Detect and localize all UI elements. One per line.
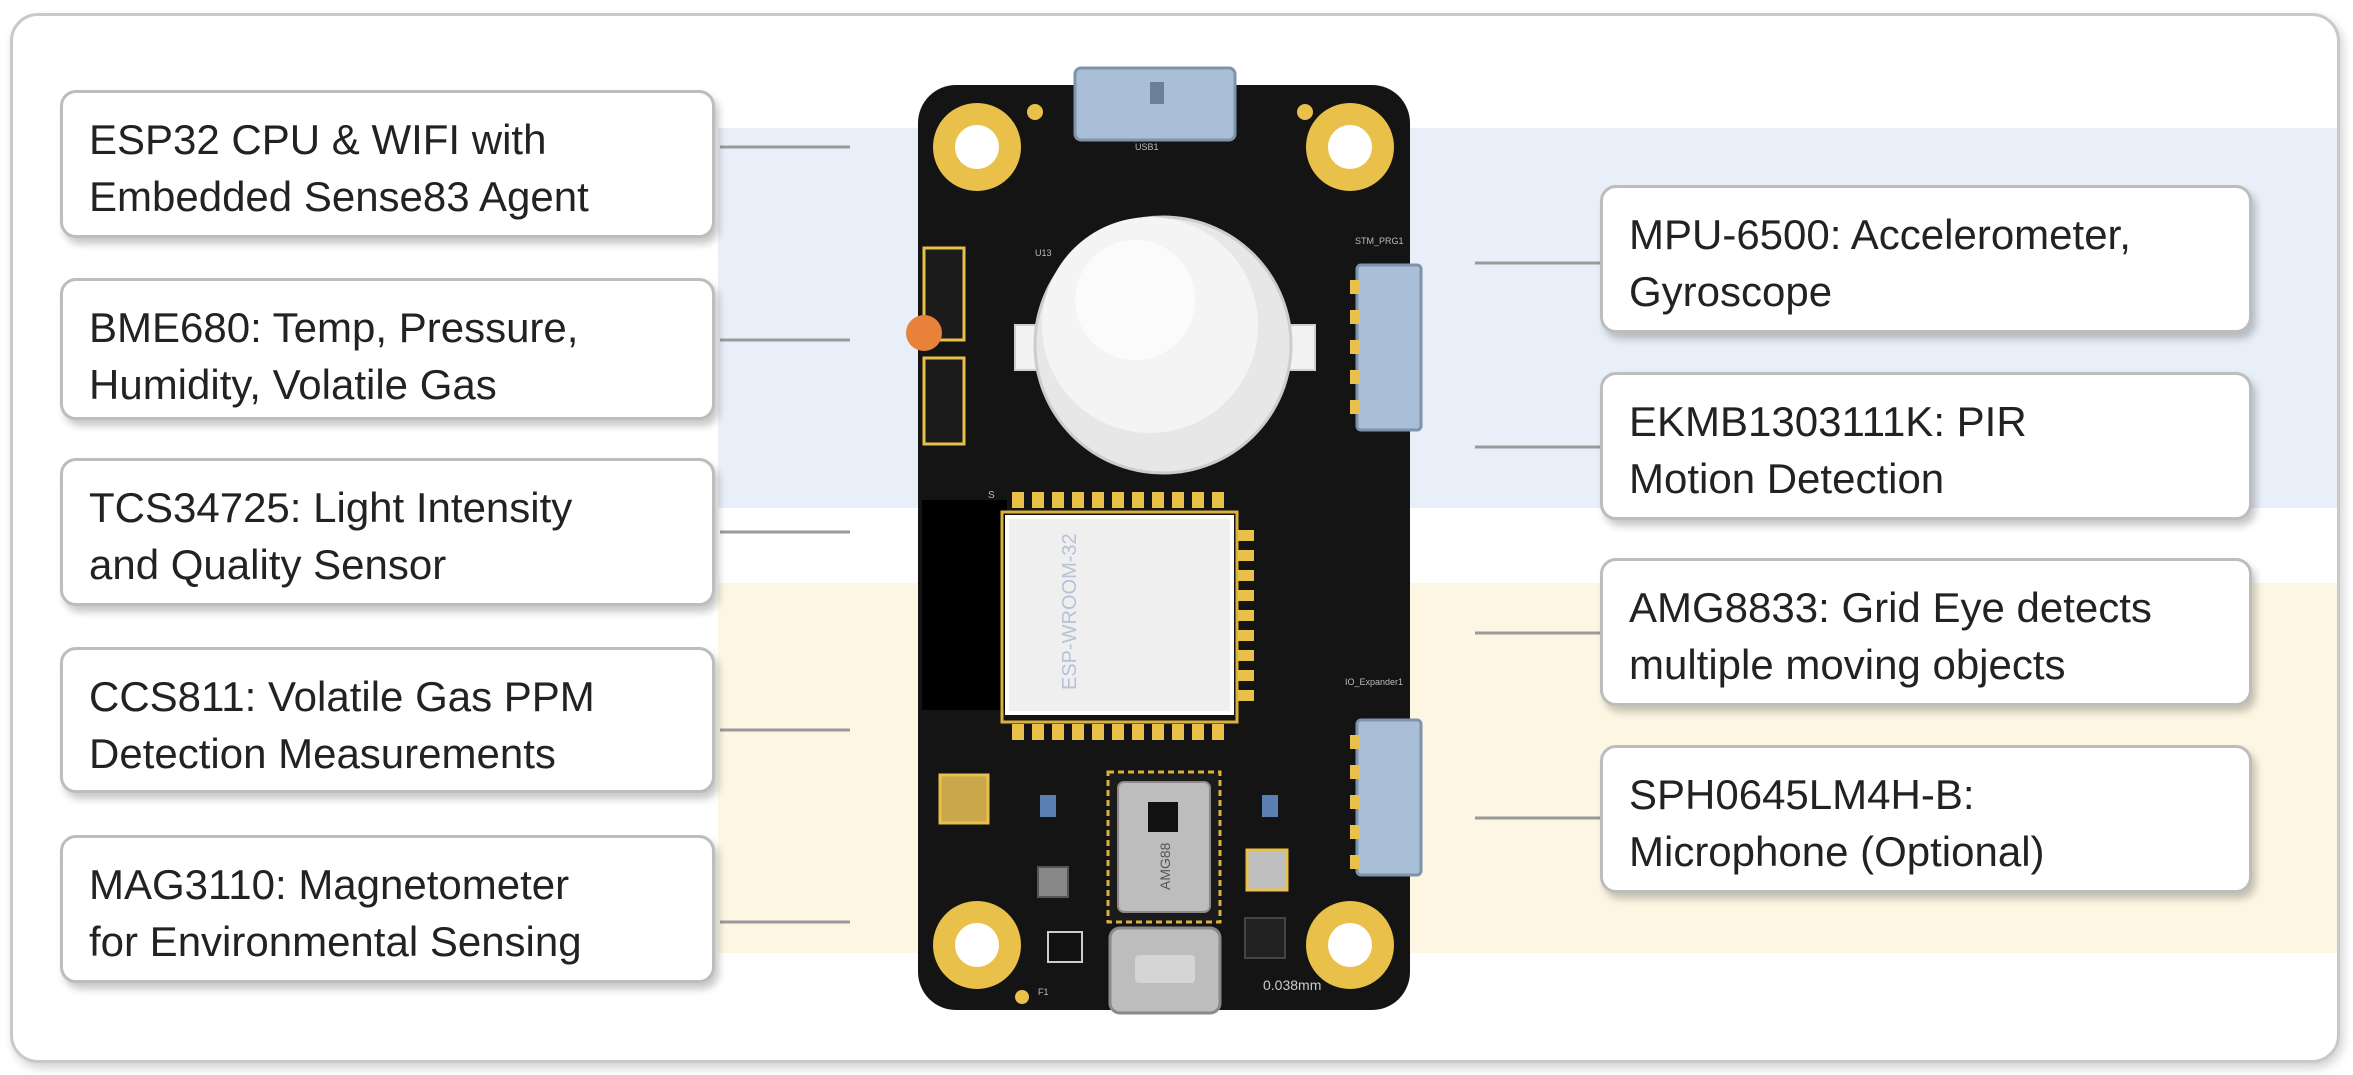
esp32-pads bbox=[1012, 492, 1254, 740]
right-connectors bbox=[1350, 263, 1423, 877]
label-bme680: BME680: Temp, Pressure, Humidity, Volati… bbox=[60, 278, 715, 420]
scale-text: 0.038mm bbox=[1263, 977, 1321, 993]
mpu-chip bbox=[1245, 848, 1289, 892]
tcs34725-chip bbox=[1037, 866, 1069, 898]
silk-u13: U13 bbox=[1035, 248, 1052, 258]
left-leader-lines bbox=[720, 145, 850, 924]
mounting-holes bbox=[933, 103, 1394, 989]
small-vias bbox=[1015, 104, 1313, 1004]
bme680-components bbox=[906, 246, 966, 446]
pir-sensor-dome bbox=[1014, 215, 1316, 475]
label-mpu6500: MPU-6500: Accelerometer, Gyroscope bbox=[1600, 185, 2252, 333]
label-ekmb1303111k: EKMB1303111K: PIR Motion Detection bbox=[1600, 372, 2252, 520]
label-mag3110: MAG3110: Magnetometer for Environmental … bbox=[60, 835, 715, 983]
silk-usb: USB1 bbox=[1135, 142, 1159, 152]
silk-io-expander: IO_Expander1 bbox=[1345, 677, 1403, 687]
amg8833-grid-eye: AMG88 bbox=[1106, 770, 1222, 924]
silk-f1: F1 bbox=[1038, 987, 1049, 997]
ccs811-chip bbox=[938, 773, 990, 825]
usb-connector-slot bbox=[1150, 82, 1164, 104]
silk-s: S bbox=[988, 490, 995, 501]
esp32-module: ESP-WROOM-32 bbox=[922, 492, 1254, 740]
mag3110-chip bbox=[1047, 931, 1083, 963]
module-label: ESP-WROOM-32 bbox=[1059, 533, 1081, 690]
chip-label: AMG88 bbox=[1157, 842, 1173, 890]
connector-stm-prg bbox=[1355, 263, 1423, 432]
connector-io-expander bbox=[1355, 718, 1423, 877]
sph0645-chip bbox=[1244, 917, 1286, 959]
label-ccs811: CCS811: Volatile Gas PPM Detection Measu… bbox=[60, 647, 715, 793]
silk-stm-prg: STM_PRG1 bbox=[1355, 236, 1404, 246]
label-tcs34725: TCS34725: Light Intensity and Quality Se… bbox=[60, 458, 715, 606]
label-sph0645lm4h-b: SPH0645LM4H-B: Microphone (Optional) bbox=[1600, 745, 2252, 893]
lower-components bbox=[938, 773, 1289, 963]
label-amg8833: AMG8833: Grid Eye detects multiple movin… bbox=[1600, 558, 2252, 706]
right-leader-lines bbox=[1475, 261, 1605, 820]
label-esp32: ESP32 CPU & WIFI with Embedded Sense83 A… bbox=[60, 90, 715, 238]
